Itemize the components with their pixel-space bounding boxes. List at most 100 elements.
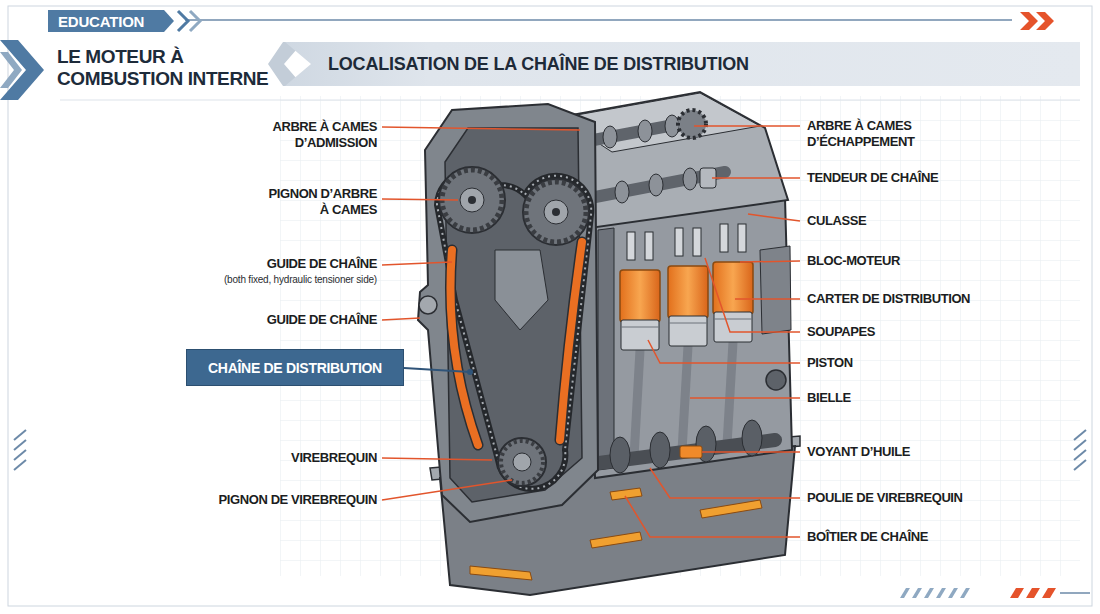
node-text: EDUCATION <box>58 13 144 30</box>
bottom-hatch <box>900 588 1090 598</box>
part-label: BIELLE <box>807 390 851 406</box>
valve-spring <box>720 224 728 252</box>
note-text: (both fixed, hydraulic tensioner side) <box>224 274 377 286</box>
callout-leader <box>404 368 470 372</box>
part-label: CULASSE <box>807 213 866 229</box>
hatch-line <box>1074 440 1086 450</box>
part-label: ARBRE À CAMES D’ÉCHAPPEMENT <box>807 118 947 150</box>
cam-gear <box>678 110 706 138</box>
part-label: GUIDE DE CHAÎNE <box>267 256 377 272</box>
block-partition <box>598 228 614 470</box>
part-label: PIGNON D’ARBRE À CAMES <box>257 186 377 218</box>
hatch-line <box>14 430 26 440</box>
guide-outline <box>560 242 582 440</box>
leader-line <box>740 261 800 262</box>
leader-line <box>705 258 800 332</box>
oil-level <box>470 566 532 580</box>
tag-badge: EDUCATION <box>48 10 174 32</box>
header-chevron <box>190 11 200 31</box>
cam-sprocket <box>523 179 589 245</box>
sprocket-hub <box>544 200 568 224</box>
part-label: BOÎTIER DE CHAÎNE <box>807 529 928 545</box>
cam-lobe <box>649 174 663 196</box>
cam-lobe <box>665 115 679 137</box>
hatch-line <box>14 460 26 470</box>
leader-line <box>748 214 800 221</box>
part-label: PIGNON DE VIREBREQUIN <box>219 492 377 508</box>
connecting-rod <box>727 342 733 445</box>
leader-lines <box>382 126 800 537</box>
hatch-line <box>14 440 26 450</box>
leader-line <box>382 480 512 500</box>
connecting-rod <box>682 346 688 451</box>
valve-spring <box>738 224 746 252</box>
leader-line <box>382 262 452 265</box>
hatch-stripe <box>960 588 970 598</box>
hatch-stripe <box>1010 588 1024 598</box>
callout-dot <box>467 369 473 375</box>
oil-level <box>700 500 762 518</box>
sprocket-teeth <box>501 441 543 483</box>
leader-line <box>625 496 800 537</box>
sprocket-bolt <box>468 196 476 204</box>
part-label: SOUPAPES <box>807 324 875 340</box>
orange-chevron <box>1020 12 1038 30</box>
cover-boss <box>419 296 437 314</box>
leader-line <box>694 125 800 127</box>
sprocket-teeth <box>526 182 586 242</box>
leader-line <box>690 397 800 399</box>
part-label: VIREBREQUIN <box>291 450 377 466</box>
cam-lobe <box>603 126 617 148</box>
part-label: ARBRE À CAMES D’ADMISSION <box>252 119 377 151</box>
part-label: VOYANT D’HUILE <box>807 444 910 460</box>
part-label: BLOC-MOTEUR <box>807 253 900 269</box>
cylinder <box>713 262 753 314</box>
hatch-line <box>1074 460 1086 470</box>
part-label: CARTER DE DISTRIBUTION <box>807 291 970 307</box>
cam-lobe <box>638 120 652 142</box>
piston <box>714 312 752 342</box>
connecting-rod <box>634 350 640 457</box>
sprocket-bolt <box>552 208 560 216</box>
part-label: PISTON <box>807 355 853 371</box>
valve-group <box>627 224 746 260</box>
chain-guide <box>560 242 582 440</box>
guide-outline <box>450 250 478 445</box>
hatch-stripe <box>912 588 922 598</box>
leader-line <box>648 340 800 363</box>
diagram-title: LE MOTEUR À COMBUSTION INTERNE <box>57 46 297 90</box>
valve-spring <box>645 232 653 260</box>
valve-spring <box>675 228 683 256</box>
hatch-stripe <box>1026 588 1040 598</box>
cam-lobe <box>683 168 697 190</box>
header-chevron <box>178 11 188 31</box>
page-frame <box>8 6 1092 606</box>
sprocket-hub <box>460 188 484 212</box>
leader-line <box>382 199 458 200</box>
hatch-stripe <box>900 588 910 598</box>
block-port <box>766 370 786 390</box>
leader-line <box>382 458 492 460</box>
hatch-rule <box>1060 592 1090 594</box>
node-text: LOCALISATION DE LA CHAÎNE DE DISTRIBUTIO… <box>328 54 749 75</box>
engine-block <box>590 198 792 478</box>
cover-web <box>495 250 548 330</box>
oil-level <box>590 532 642 548</box>
block-rib <box>760 246 791 334</box>
piston-ring <box>714 319 752 320</box>
chain-guide <box>450 250 478 445</box>
valve-spring <box>693 228 701 256</box>
orange-chevron <box>1036 12 1054 30</box>
hatch-stripe <box>948 588 958 598</box>
hatch-stripe <box>924 588 934 598</box>
cam-lobe <box>615 181 629 203</box>
leader-line <box>650 468 800 498</box>
hatch-stripe <box>1042 588 1056 598</box>
piston <box>669 316 707 346</box>
callout-box: CHAÎNE DE DISTRIBUTION <box>186 349 404 386</box>
leader-line <box>382 127 580 130</box>
oil-sight-glass <box>680 446 702 458</box>
piston-ring <box>669 323 707 324</box>
leader-line <box>702 451 800 453</box>
